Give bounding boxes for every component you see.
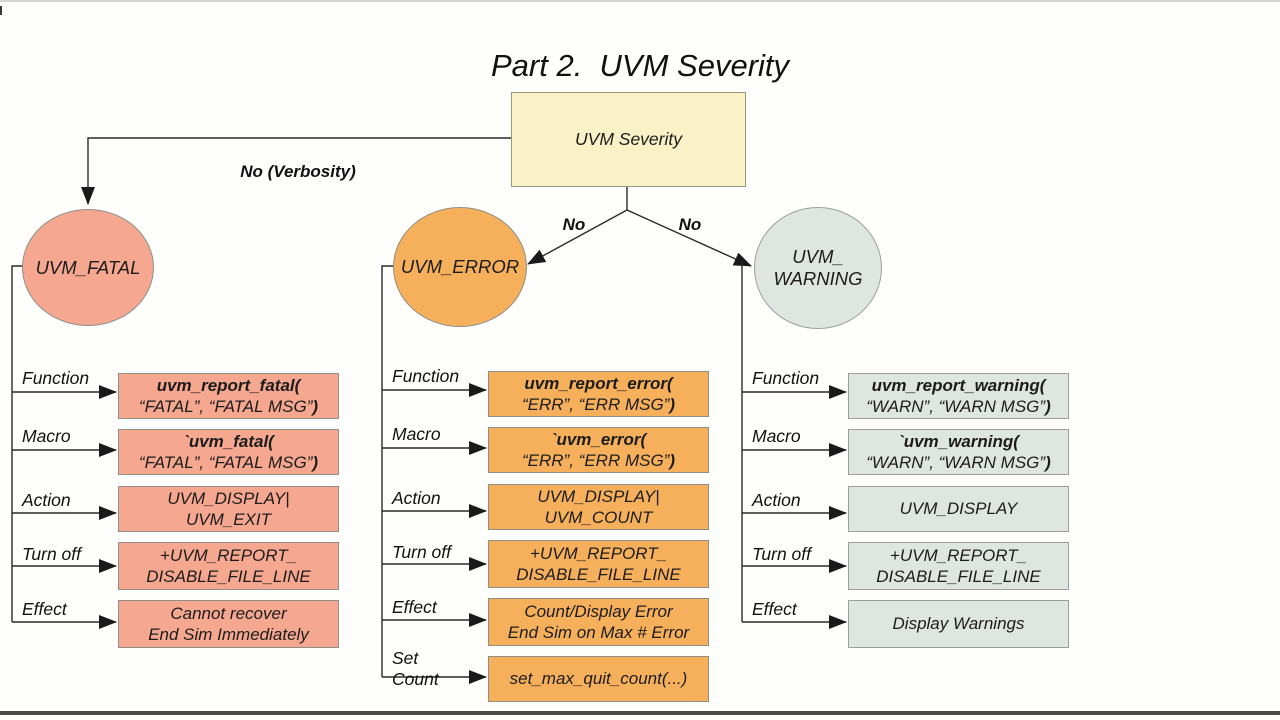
fatal-circle: UVM_FATAL bbox=[22, 209, 154, 326]
warning-function-label: Function bbox=[752, 368, 820, 388]
error-action-line1: UVM_DISPLAY| bbox=[537, 486, 660, 506]
error-function-line1: uvm_report_error( bbox=[524, 373, 673, 393]
fatal-function-box: uvm_report_fatal( “FATAL”, “FATAL MSG”) bbox=[118, 373, 339, 419]
warning-macro-suffix: ) bbox=[1045, 453, 1051, 472]
error-macro-line1: `uvm_error( bbox=[550, 429, 647, 449]
error-turnoff-label: Turn off bbox=[392, 542, 452, 562]
edge-label-no-verbosity: No (Verbosity) bbox=[240, 162, 356, 181]
error-macro-suffix: ) bbox=[669, 451, 675, 470]
warning-function-line2: “WARN”, “WARN MSG” bbox=[866, 397, 1046, 416]
error-turnoff-box: +UVM_REPORT_ DISABLE_FILE_LINE bbox=[488, 540, 709, 588]
fatal-circle-label: UVM_FATAL bbox=[35, 256, 141, 278]
warning-function-line1: uvm_report_warning( bbox=[871, 375, 1046, 395]
fatal-effect-line1: Cannot recover bbox=[170, 603, 287, 623]
fatal-action-line2: UVM_EXIT bbox=[185, 510, 272, 529]
fatal-turnoff-box: +UVM_REPORT_ DISABLE_FILE_LINE bbox=[118, 542, 339, 590]
warning-circle-label-line2: WARNING bbox=[773, 268, 863, 289]
warning-function-box: uvm_report_warning( “WARN”, “WARN MSG”) bbox=[848, 373, 1069, 419]
warning-macro-line1: `uvm_warning( bbox=[898, 431, 1019, 451]
warning-circle: UVM_ WARNING bbox=[754, 207, 882, 329]
fatal-effect-box: Cannot recover End Sim Immediately bbox=[118, 600, 339, 648]
fatal-macro-box: `uvm_fatal( “FATAL”, “FATAL MSG”) bbox=[118, 429, 339, 475]
fatal-action-label: Action bbox=[22, 490, 71, 510]
warning-effect-box: Display Warnings bbox=[848, 600, 1069, 648]
error-effect-line2: End Sim on Max # Error bbox=[507, 623, 690, 642]
frame-edge-tick bbox=[0, 6, 2, 15]
warning-turnoff-label: Turn off bbox=[752, 544, 812, 564]
error-circle: UVM_ERROR bbox=[393, 207, 527, 327]
fatal-function-line1: uvm_report_fatal( bbox=[156, 375, 301, 395]
warning-turnoff-line2: DISABLE_FILE_LINE bbox=[876, 567, 1041, 586]
fatal-effect-label: Effect bbox=[22, 599, 67, 619]
fatal-macro-suffix: ) bbox=[312, 453, 319, 472]
warning-macro-line2: “WARN”, “WARN MSG” bbox=[866, 453, 1046, 472]
warning-action-box: UVM_DISPLAY bbox=[848, 486, 1069, 532]
error-macro-line2: “ERR”, “ERR MSG” bbox=[522, 451, 670, 470]
error-effect-line1: Count/Display Error bbox=[524, 601, 673, 621]
error-macro-box: `uvm_error( “ERR”, “ERR MSG”) bbox=[488, 427, 709, 473]
fatal-macro-line1: `uvm_fatal( bbox=[183, 431, 274, 451]
error-turnoff-line2: DISABLE_FILE_LINE bbox=[516, 565, 681, 584]
error-circle-label: UVM_ERROR bbox=[400, 256, 520, 277]
error-action-label: Action bbox=[392, 488, 441, 508]
error-function-label: Function bbox=[392, 366, 460, 386]
error-turnoff-line1: +UVM_REPORT_ bbox=[529, 543, 668, 563]
warning-turnoff-line1: +UVM_REPORT_ bbox=[889, 545, 1028, 565]
fatal-action-box: UVM_DISPLAY| UVM_EXIT bbox=[118, 486, 339, 532]
fatal-function-label: Function bbox=[22, 368, 90, 388]
fatal-macro-line2: “FATAL”, “FATAL MSG” bbox=[138, 453, 313, 472]
fatal-effect-line2: End Sim Immediately bbox=[148, 625, 309, 644]
error-macro-label: Macro bbox=[392, 424, 441, 444]
warning-macro-label: Macro bbox=[752, 426, 801, 446]
fatal-macro-label: Macro bbox=[22, 426, 71, 446]
warning-action-line1: UVM_DISPLAY bbox=[899, 499, 1018, 519]
error-setcount-label-line2: Count bbox=[392, 669, 439, 689]
fatal-turnoff-label: Turn off bbox=[22, 544, 82, 564]
fatal-turnoff-line1: +UVM_REPORT_ bbox=[159, 545, 298, 565]
error-effect-label: Effect bbox=[392, 597, 437, 617]
error-setcount-label-line1: Set bbox=[392, 648, 419, 668]
error-function-line2: “ERR”, “ERR MSG” bbox=[522, 395, 670, 414]
fatal-function-suffix: ) bbox=[312, 397, 319, 416]
page-title: Part 2. UVM Severity bbox=[490, 48, 790, 83]
warning-function-suffix: ) bbox=[1045, 397, 1051, 416]
error-action-box: UVM_DISPLAY| UVM_COUNT bbox=[488, 484, 709, 530]
warning-effect-line1: Display Warnings bbox=[892, 614, 1025, 634]
warning-action-label: Action bbox=[752, 490, 801, 510]
edge-label-no-warning: No bbox=[678, 215, 702, 234]
warning-turnoff-box: +UVM_REPORT_ DISABLE_FILE_LINE bbox=[848, 542, 1069, 590]
error-effect-box: Count/Display Error End Sim on Max # Err… bbox=[488, 598, 709, 646]
uvm-severity-label: UVM Severity bbox=[575, 129, 682, 149]
error-setcount-box: set_max_quit_count(...) bbox=[488, 656, 709, 702]
warning-effect-label: Effect bbox=[752, 599, 797, 619]
error-action-line2: UVM_COUNT bbox=[544, 508, 653, 527]
uvm-severity-box: UVM Severity bbox=[511, 92, 746, 187]
warning-macro-box: `uvm_warning( “WARN”, “WARN MSG”) bbox=[848, 429, 1069, 475]
fatal-function-line2: “FATAL”, “FATAL MSG” bbox=[138, 397, 313, 416]
frame-bottom-line bbox=[0, 711, 1280, 715]
frame-top-line bbox=[0, 0, 1280, 2]
error-function-box: uvm_report_error( “ERR”, “ERR MSG”) bbox=[488, 371, 709, 417]
error-setcount-line1: set_max_quit_count(...) bbox=[509, 669, 688, 689]
fatal-action-line1: UVM_DISPLAY| bbox=[167, 488, 290, 508]
edge-label-no-error: No bbox=[562, 215, 586, 234]
error-function-suffix: ) bbox=[669, 395, 675, 414]
fatal-turnoff-line2: DISABLE_FILE_LINE bbox=[146, 567, 311, 586]
warning-circle-label-line1: UVM_ bbox=[792, 246, 844, 267]
